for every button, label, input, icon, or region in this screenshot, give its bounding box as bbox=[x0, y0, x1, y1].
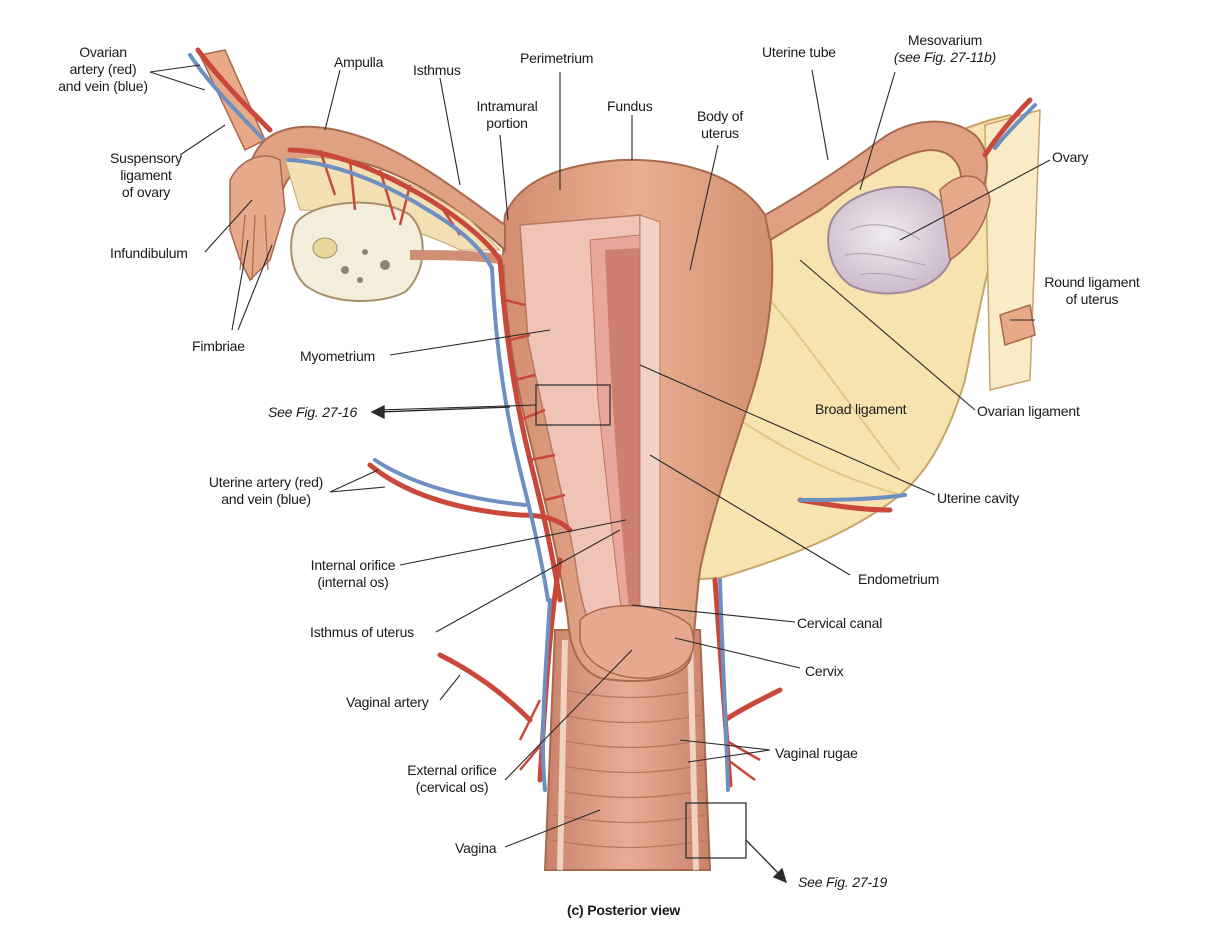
label-line: and vein (blue) bbox=[221, 491, 311, 507]
label-mesovarium: Mesovarium (see Fig. 27-11b) bbox=[880, 32, 1010, 66]
label-line: portion bbox=[486, 115, 528, 131]
label-isthmus-of-uterus: Isthmus of uterus bbox=[310, 624, 414, 640]
cervix-shape bbox=[579, 604, 695, 679]
label-line: Suspensory bbox=[110, 150, 182, 166]
label-isthmus: Isthmus bbox=[413, 62, 461, 78]
label-uterine-cavity: Uterine cavity bbox=[937, 490, 1020, 506]
ref-box-27-19 bbox=[685, 802, 747, 859]
label-line: Ovarian bbox=[79, 44, 127, 60]
fimbriae-shape bbox=[229, 155, 286, 282]
label-line: (internal os) bbox=[317, 574, 389, 590]
label-vaginal-artery: Vaginal artery bbox=[346, 694, 429, 710]
label-line: Mesovarium bbox=[907, 32, 983, 48]
label-infundibulum: Infundibulum bbox=[110, 245, 188, 261]
label-cervical-canal: Cervical canal bbox=[797, 615, 883, 631]
label-vaginal-rugae: Vaginal rugae bbox=[775, 745, 858, 761]
label-fundus: Fundus bbox=[607, 98, 653, 114]
label-internal-orifice: Internal orifice (internal os) bbox=[298, 557, 408, 591]
label-line: uterus bbox=[701, 125, 739, 141]
label-line: External orifice bbox=[407, 762, 497, 778]
label-line: Internal orifice bbox=[310, 557, 396, 573]
label-round-ligament: Round ligament of uterus bbox=[1032, 274, 1152, 308]
label-line: (see Fig. 27-11b) bbox=[893, 49, 997, 65]
left-ovary bbox=[290, 201, 424, 303]
label-external-orifice: External orifice (cervical os) bbox=[396, 762, 508, 796]
label-intramural-portion: Intramural portion bbox=[462, 98, 552, 132]
label-line: Round ligament bbox=[1044, 274, 1140, 290]
label-ovary: Ovary bbox=[1052, 149, 1089, 165]
label-suspensory-ligament: Suspensory ligament of ovary bbox=[96, 150, 196, 201]
label-see-fig-27-16: See Fig. 27-16 bbox=[268, 404, 358, 420]
right-ovary bbox=[827, 185, 957, 295]
label-line: (cervical os) bbox=[415, 779, 489, 795]
label-myometrium: Myometrium bbox=[300, 348, 376, 364]
round-ligament bbox=[999, 304, 1036, 346]
label-ovarian-ligament: Ovarian ligament bbox=[977, 403, 1080, 419]
broad-ligament-fold bbox=[984, 109, 1041, 391]
label-perimetrium: Perimetrium bbox=[520, 50, 594, 66]
label-endometrium: Endometrium bbox=[858, 571, 940, 587]
label-line: ligament bbox=[120, 167, 172, 183]
label-vagina: Vagina bbox=[455, 840, 497, 856]
label-line: Uterine artery (red) bbox=[208, 474, 324, 490]
label-cervix: Cervix bbox=[805, 663, 844, 679]
right-uterine-tube bbox=[763, 120, 988, 242]
label-fimbriae: Fimbriae bbox=[192, 338, 245, 354]
label-body-of-uterus: Body of uterus bbox=[680, 108, 760, 142]
label-uterine-artery-vein: Uterine artery (red) and vein (blue) bbox=[196, 474, 336, 508]
label-see-fig-27-19: See Fig. 27-19 bbox=[798, 874, 888, 890]
label-uterine-tube: Uterine tube bbox=[762, 44, 836, 60]
label-broad-ligament: Broad ligament bbox=[815, 401, 907, 417]
uterine-cavity bbox=[605, 248, 640, 620]
label-line: and vein (blue) bbox=[58, 78, 148, 94]
figure-caption: (c) Posterior view bbox=[567, 902, 681, 918]
label-line: of uterus bbox=[1065, 291, 1119, 307]
label-line: artery (red) bbox=[69, 61, 137, 77]
label-ampulla: Ampulla bbox=[334, 54, 384, 70]
label-line: Intramural bbox=[476, 98, 538, 114]
label-line: Body of bbox=[696, 108, 744, 124]
label-line: of ovary bbox=[121, 184, 171, 200]
label-ovarian-artery-vein: Ovarian artery (red) and vein (blue) bbox=[48, 44, 158, 95]
